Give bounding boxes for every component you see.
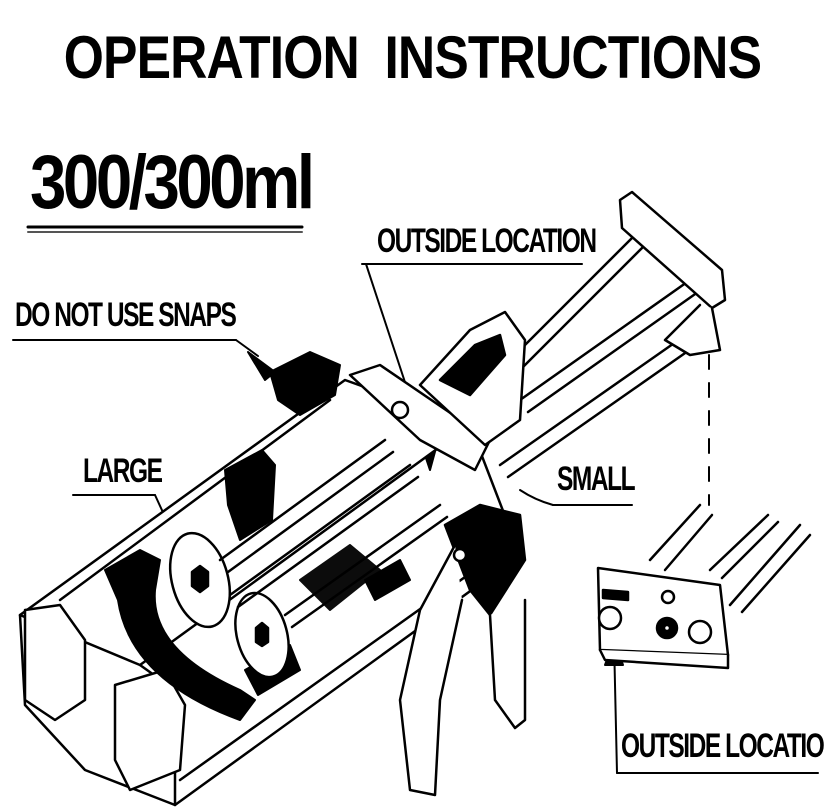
plunger-large: [168, 531, 232, 629]
callout-outside-location-bottom: OUTSIDE LOCATION: [621, 727, 825, 765]
rear-plate: [618, 190, 727, 357]
plunger-small: [234, 591, 290, 679]
callout-do-not-use-snaps: DO NOT USE SNAPS: [15, 296, 237, 334]
plunger-rods: [218, 228, 710, 629]
callout-outside-location-top: OUTSIDE LOCATION: [377, 222, 597, 260]
callout-small: SMALL: [557, 460, 636, 498]
callout-large: LARGE: [83, 452, 163, 490]
model-size-heading: 300/300ml: [30, 140, 315, 225]
plunger-plate-inset: [596, 503, 812, 670]
size-underline: [26, 225, 304, 233]
page-title: OPERATION INSTRUCTIONS: [63, 24, 762, 91]
handle-trigger: [398, 503, 527, 797]
gun-body: [348, 310, 527, 472]
